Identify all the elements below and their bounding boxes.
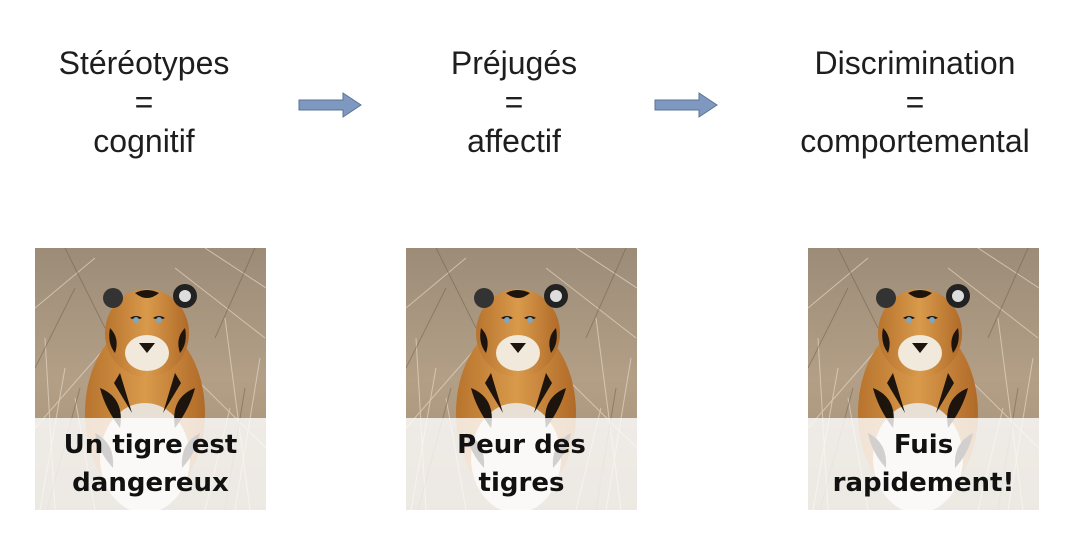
concept-term: Discrimination [814, 45, 1016, 81]
caption: Peur des tigres [406, 418, 637, 510]
concept-term: Préjugés [450, 45, 578, 81]
caption: Fuis rapidement! [808, 418, 1039, 510]
caption-line: rapidement! [832, 468, 1015, 498]
equals-sign: = [504, 84, 524, 120]
concept-discrimination: Discrimination = comportemental [760, 44, 1070, 161]
concept-stereotypes: Stéréotypes = cognitif [34, 44, 254, 161]
arrow-right-icon [298, 92, 362, 118]
concept-term: Stéréotypes [58, 45, 230, 81]
arrow-right-icon [654, 92, 718, 118]
example-card-prejudice: Peur des tigres [406, 248, 637, 510]
caption-line: tigres [478, 468, 565, 498]
caption-line: Un tigre est [63, 430, 238, 460]
caption: Un tigre est dangereux [35, 418, 266, 510]
example-card-stereotype: Un tigre est dangereux [35, 248, 266, 510]
concept-type: comportemental [800, 123, 1030, 159]
equals-sign: = [905, 84, 925, 120]
caption-line: dangereux [72, 468, 229, 498]
concept-type: affectif [467, 123, 561, 159]
equals-sign: = [134, 84, 154, 120]
caption-line: Peur des [457, 430, 586, 460]
caption-line: Fuis [893, 430, 954, 460]
concept-type: cognitif [93, 123, 195, 159]
example-card-discrimination: Fuis rapidement! [808, 248, 1039, 510]
concept-prejuges: Préjugés = affectif [404, 44, 624, 161]
